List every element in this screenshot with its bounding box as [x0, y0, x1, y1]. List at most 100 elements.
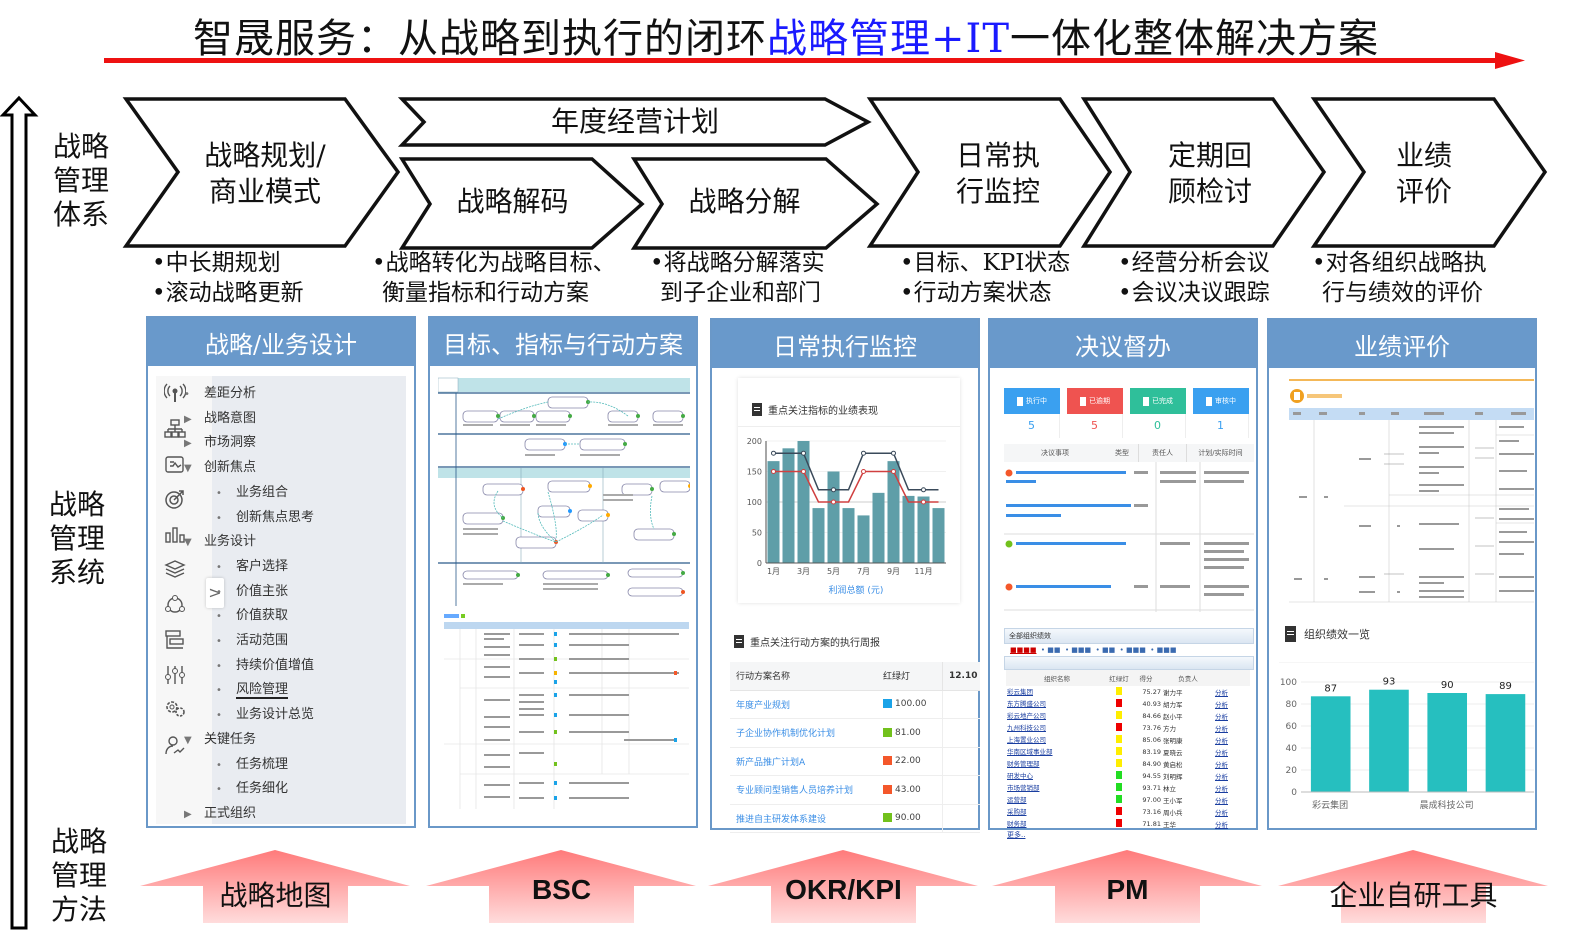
method-arrow: PM	[990, 848, 1265, 923]
more-link[interactable]: 更多..	[1007, 831, 1026, 839]
svg-text:200: 200	[747, 437, 762, 446]
analyze-link[interactable]: 分析	[1215, 785, 1228, 793]
nav-item[interactable]: •业务设计总览	[216, 703, 314, 722]
analyze-link[interactable]: 分析	[1215, 773, 1228, 781]
analyze-link[interactable]: 分析	[1215, 797, 1228, 805]
nav-item[interactable]: •活动范围	[216, 629, 288, 648]
org-link[interactable]: 上海置业公司	[1007, 735, 1046, 744]
nav-item[interactable]: •业务组合	[216, 481, 288, 500]
action-plan-link[interactable]: 专业顾问型销售人员培养计划	[730, 775, 882, 805]
layers-icon[interactable]	[164, 558, 186, 580]
nav-item[interactable]: ▼创新焦点	[184, 456, 256, 475]
analyze-link[interactable]: 分析	[1215, 761, 1228, 769]
nav-item[interactable]: •任务梳理	[216, 753, 288, 772]
org-link[interactable]: 采购部	[1007, 807, 1027, 816]
nav-item[interactable]: •持续价值增值	[216, 654, 314, 673]
nav-item[interactable]: •客户选择	[216, 555, 288, 574]
svg-text:150: 150	[747, 468, 762, 477]
nav-item[interactable]: •差距分析	[184, 382, 256, 401]
nav-item[interactable]: ▼业务设计	[184, 530, 256, 549]
chevron-text-evaluate: 业绩 评价	[1364, 138, 1484, 210]
nav-item[interactable]: •风险管理	[216, 678, 289, 700]
status-light-icon	[1116, 699, 1122, 707]
nav-item[interactable]: ▶市场洞察	[184, 431, 256, 450]
analyze-link[interactable]: 分析	[1215, 821, 1228, 829]
nav-item[interactable]: ▶战略意图	[184, 407, 256, 426]
card-title: 组织绩效一览	[1304, 628, 1370, 641]
chevron-line: 定期回	[1167, 139, 1252, 172]
table-row: 年度产业规划 100.00	[730, 690, 980, 719]
status-tile[interactable]: 已逾期 5	[1067, 388, 1123, 440]
org-link[interactable]: 彩云地产公司	[1007, 711, 1046, 720]
analyze-link[interactable]: 分析	[1215, 713, 1228, 721]
org-link[interactable]: 市场营销部	[1007, 783, 1040, 792]
card-header: 重点关注指标的业绩表现	[752, 402, 878, 417]
column-header: 组织名称	[1044, 675, 1070, 683]
nav-item[interactable]: ▼关键任务	[184, 728, 256, 747]
method-arrow: OKR/KPI	[706, 848, 981, 923]
bar-chart-icon[interactable]	[164, 524, 186, 546]
nav-item[interactable]: •任务细化	[216, 777, 288, 796]
svg-text:晨成科技公司: 晨成科技公司	[1420, 799, 1474, 811]
org-link[interactable]: 东方腾盛公司	[1007, 699, 1046, 708]
sidebar-collapse-toggle[interactable]: >	[206, 578, 224, 608]
status-tile-label: 已逾期	[1089, 397, 1110, 405]
target-icon[interactable]	[164, 488, 186, 510]
process-chevrons	[122, 97, 1548, 250]
method-label: 战略地图	[219, 879, 332, 912]
card-header: 重点关注行动方案的执行周报	[734, 634, 880, 649]
nav-item[interactable]: •价值获取	[216, 604, 288, 623]
org-link[interactable]: 研发中心	[1007, 771, 1033, 780]
status-tile[interactable]: 已完成 0	[1130, 388, 1186, 440]
sliders-icon[interactable]	[164, 664, 186, 686]
gears-icon[interactable]	[164, 698, 186, 720]
column-header: 12.10	[942, 662, 980, 691]
chevron-line: 战略解码	[456, 185, 569, 218]
analyze-link[interactable]: 分析	[1215, 737, 1228, 745]
org-link[interactable]: 运营部	[1007, 795, 1027, 804]
action-plan-link[interactable]: 推进自主研发体系建设	[730, 804, 882, 833]
broadcast-icon[interactable]	[164, 382, 186, 404]
up-arrow-icon	[708, 850, 978, 923]
column-header: 得分	[1139, 675, 1153, 683]
org-chart-icon[interactable]	[164, 418, 186, 440]
chevron-line: 评价	[1395, 175, 1452, 208]
org-owner: 林立	[1163, 785, 1176, 793]
table-row: 专业顾问型销售人员培养计划 43.00	[730, 775, 980, 805]
nav-item[interactable]: ▶正式组织	[184, 802, 256, 821]
analyze-link[interactable]: 分析	[1215, 701, 1228, 709]
action-plan-link[interactable]: 子企业协作机制优化计划	[730, 718, 882, 748]
action-plan-link[interactable]: 年度产业规划	[730, 690, 882, 719]
analyze-link[interactable]: 分析	[1215, 809, 1228, 817]
bullet-item: •将战略分解落实	[650, 250, 825, 276]
chart-card-icon[interactable]	[164, 454, 186, 476]
org-link[interactable]: 九州科技公司	[1007, 723, 1046, 732]
user-growth-icon[interactable]	[164, 734, 186, 756]
side-label-line: 体系	[52, 198, 109, 231]
column-header: 决议事项	[1041, 449, 1069, 457]
status-tile[interactable]: 审核中 1	[1193, 388, 1249, 440]
status-tile[interactable]: 执行中 5	[1004, 388, 1060, 440]
analyze-link[interactable]: 分析	[1215, 725, 1228, 733]
org-link[interactable]: 华南区域事业部	[1007, 747, 1053, 756]
org-link[interactable]: 财务管理部	[1007, 759, 1040, 768]
org-link[interactable]: 彩云集团	[1007, 687, 1033, 696]
analyze-link[interactable]: 分析	[1215, 689, 1228, 697]
nav-item[interactable]: •创新焦点思考	[216, 506, 314, 525]
side-label-line: 管理	[52, 164, 109, 197]
org-link[interactable]: 财务部	[1007, 819, 1027, 828]
nav-item[interactable]: •价值主张	[216, 580, 288, 599]
widget-tabs[interactable]: ■■■■ • ■■ • ■■■ • ■■ • ■■■ • ■■■	[1010, 646, 1177, 654]
status-light-icon	[883, 813, 892, 823]
resolution-rows	[1004, 462, 1254, 612]
gantt-icon[interactable]	[164, 628, 186, 650]
status-tile-count: 0	[1130, 414, 1186, 438]
panel-title: 业绩评价	[1269, 320, 1535, 368]
analyze-link[interactable]: 分析	[1215, 749, 1228, 757]
action-plan-link[interactable]: 新产品推广计划A	[730, 747, 882, 776]
bullet-item: •经营分析会议	[1118, 250, 1270, 276]
cycle-icon[interactable]	[164, 594, 186, 616]
table-row: 东方腾盛公司 40.93 胡力军 分析	[1006, 698, 1250, 710]
svg-text:3月: 3月	[797, 567, 810, 576]
